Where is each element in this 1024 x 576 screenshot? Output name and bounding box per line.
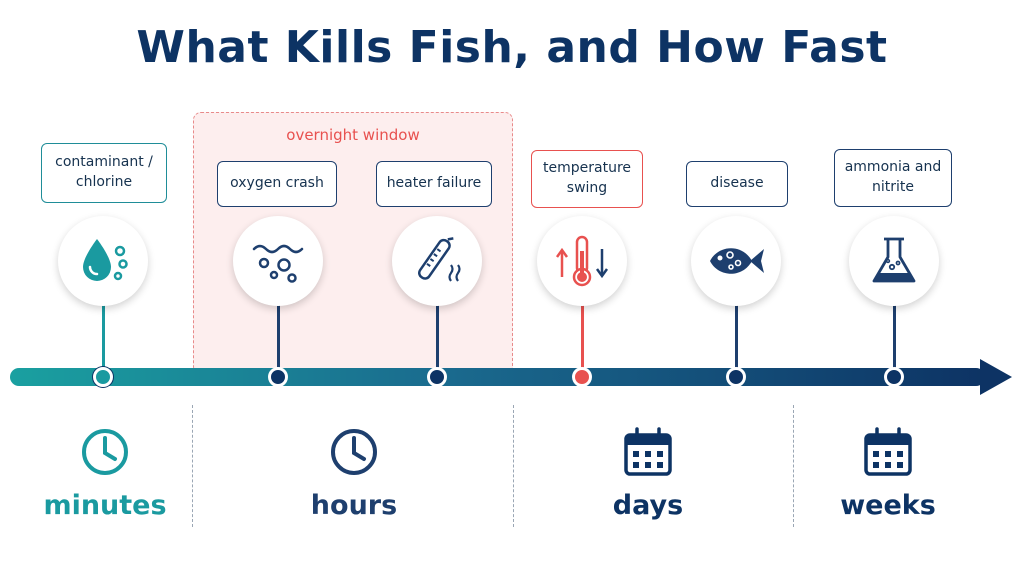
event-dot: [93, 367, 113, 387]
event-label-contaminant: contaminant / chlorine: [41, 143, 167, 203]
event-icon-circle: [58, 216, 148, 306]
event-label-disease: disease: [686, 161, 788, 207]
scale-divider: [793, 405, 794, 527]
heater-icon: [417, 237, 461, 282]
fish-icon: [710, 248, 764, 274]
event-dot: [884, 367, 904, 387]
event-stem: [735, 300, 738, 368]
scale-divider: [513, 405, 514, 527]
event-stem: [436, 300, 439, 368]
event-icon-circle: [691, 216, 781, 306]
event-label-oxygen-crash: oxygen crash: [217, 161, 337, 207]
water-drop-icon: [83, 239, 128, 281]
event-stem: [893, 300, 896, 368]
event-dot: [427, 367, 447, 387]
event-stem: [277, 300, 280, 368]
event-stem: [102, 300, 105, 368]
clock-icon: [331, 429, 377, 475]
event-label-temperature-swing: temperature swing: [531, 150, 643, 208]
event-icon-circle: [392, 216, 482, 306]
scale-divider: [192, 405, 193, 527]
calendar-icon: [624, 427, 672, 476]
flask-icon: [872, 237, 916, 283]
event-icon-circle: [537, 216, 627, 306]
thermometer-icon: [555, 235, 609, 287]
event-dot: [726, 367, 746, 387]
bubbles-icon: [252, 244, 304, 283]
event-label-heater-failure: heater failure: [376, 161, 492, 207]
event-dot: [268, 367, 288, 387]
scale-label-weeks: weeks: [840, 490, 936, 521]
scale-label-hours: hours: [310, 490, 398, 521]
event-icon-circle: [233, 216, 323, 306]
scale-label-minutes: minutes: [43, 490, 167, 521]
overnight-window-label: overnight window: [286, 126, 420, 144]
event-dot: [572, 367, 592, 387]
clock-icon: [82, 429, 128, 475]
calendar-icon: [864, 427, 912, 476]
diagram-title: What Kills Fish, and How Fast: [136, 22, 888, 73]
timeline-axis: [10, 359, 1012, 395]
scale-label-days: days: [612, 490, 684, 521]
event-label-ammonia-nitrite: ammonia and nitrite: [834, 149, 952, 207]
event-icon-circle: [849, 216, 939, 306]
event-stem: [581, 300, 584, 368]
